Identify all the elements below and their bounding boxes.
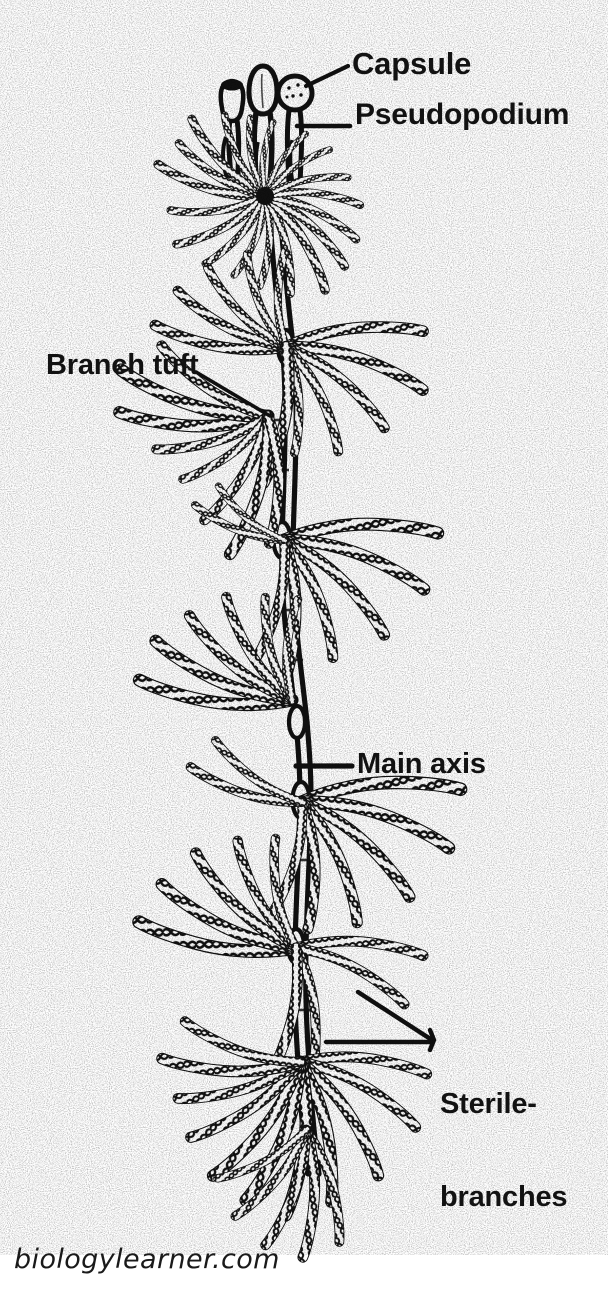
capsule-middle-oval xyxy=(246,63,280,117)
label-branch-tuft: Branch tuft xyxy=(46,349,199,381)
label-sterile-line2: branches xyxy=(440,1180,568,1213)
capsule-right-round xyxy=(275,73,315,113)
label-sterile-branches: Sterile- branches xyxy=(440,1028,568,1274)
watermark: biologylearner.com xyxy=(14,1244,280,1275)
label-main-axis: Main axis xyxy=(357,748,486,780)
label-sterile-line1: Sterile- xyxy=(440,1088,537,1121)
label-pseudopodium: Pseudopodium xyxy=(355,98,570,131)
label-capsule: Capsule xyxy=(352,46,472,81)
